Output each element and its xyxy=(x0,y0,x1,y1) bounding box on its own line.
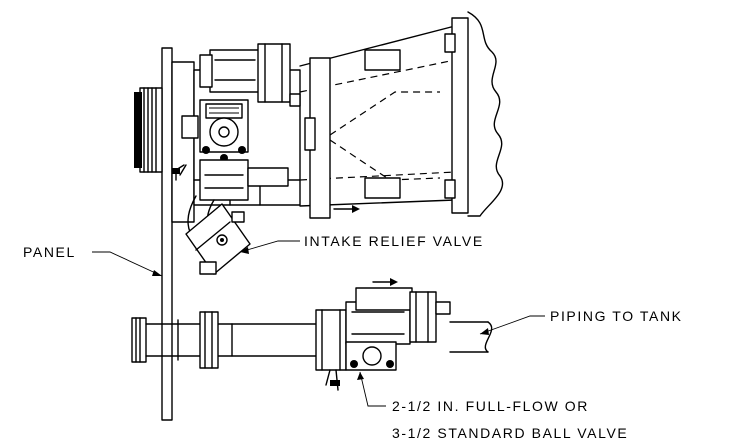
ball-valve xyxy=(315,287,451,391)
piping-to-tank xyxy=(449,321,493,353)
intake-relief-valve xyxy=(185,195,251,275)
intake-relief-valve-label: INTAKE RELIEF VALVE xyxy=(304,233,484,249)
piping-to-tank-label: PIPING TO TANK xyxy=(550,308,683,324)
ball-valve-label-line1: 2-1/2 IN. FULL-FLOW OR xyxy=(392,398,589,414)
leader-lines xyxy=(92,240,545,407)
lower-pipe-assembly xyxy=(131,311,321,369)
panel-label: PANEL xyxy=(23,244,76,260)
flow-arrow-lower xyxy=(372,278,398,286)
ball-valve-label-line2: 3-1/2 STANDARD BALL VALVE xyxy=(392,425,628,441)
upper-actuator xyxy=(172,43,301,201)
flow-arrow-upper xyxy=(333,205,360,213)
panel-plate xyxy=(161,47,173,421)
inlet-threaded-coupling xyxy=(134,87,163,173)
